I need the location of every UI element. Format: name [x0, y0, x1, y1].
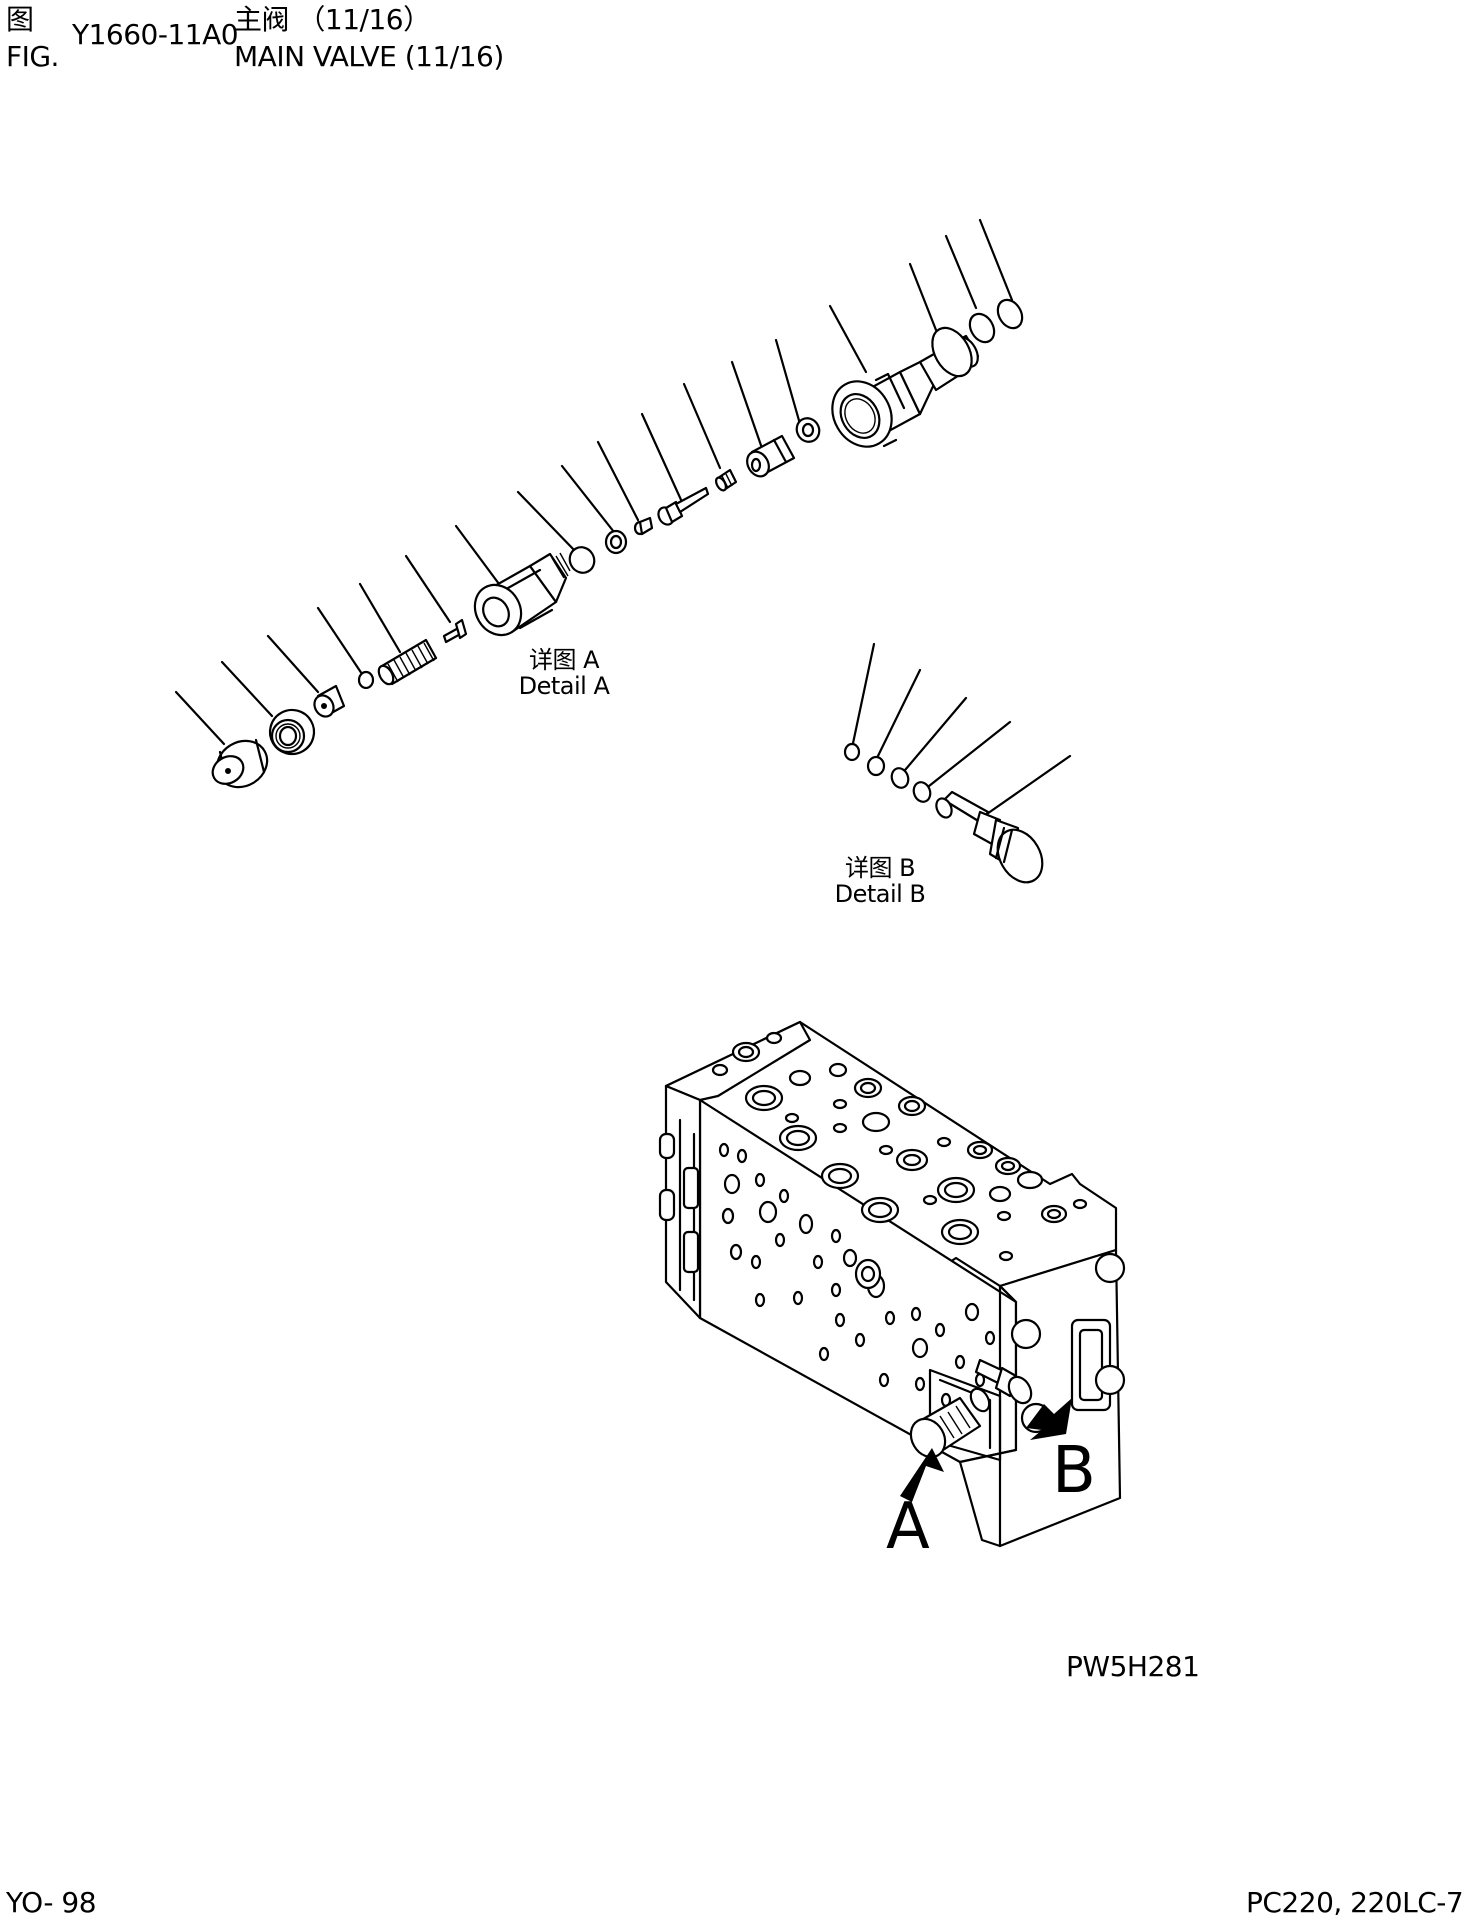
title-en: MAIN VALVE (11/16) [234, 40, 504, 73]
o-ring-a3 [968, 312, 996, 344]
detail-a-leader-lines [174, 218, 1014, 746]
sleeve-part [746, 434, 796, 478]
o-ring-a4 [996, 298, 1024, 330]
lock-nut-part [268, 708, 316, 756]
front-ports [718, 1142, 996, 1408]
detail-b-label-en: Detail B [834, 880, 926, 908]
installed-plug-b [974, 1358, 1033, 1405]
detail-a-label-cn: 详图 A [528, 646, 600, 674]
fig-label-en: FIG. [6, 40, 59, 73]
o-ring-b4 [912, 781, 932, 803]
o-ring-b1 [843, 742, 861, 762]
o-ring-a2 [931, 326, 973, 378]
detail-b-leader-lines [850, 642, 1072, 818]
o-ring-a1 [568, 546, 596, 574]
detail-b-label-cn: 详图 B [844, 854, 916, 882]
callout-b: B [1052, 1434, 1096, 1508]
drawing-code: PW5H281 [1066, 1650, 1200, 1683]
arrow-a [900, 1448, 944, 1502]
installed-relief-valve-a [909, 1387, 991, 1459]
main-valve-block [658, 1020, 1126, 1548]
detail-b-parts [843, 742, 1044, 884]
poppet-part [442, 618, 468, 644]
spring-part [377, 638, 438, 686]
detail-a-parts [211, 298, 1024, 789]
plug-part [935, 790, 1044, 884]
callout-a: A [886, 1490, 930, 1564]
small-screw-part [633, 516, 654, 536]
small-spring-part [714, 468, 738, 492]
detail-a-label-en: Detail A [518, 672, 610, 700]
fig-number: Y1660-11A0 [72, 18, 239, 51]
o-ring-b3 [890, 767, 910, 789]
adjusting-screw-part [313, 684, 346, 718]
backup-ring-a2 [795, 417, 821, 443]
fig-label-cn: 图 [6, 3, 34, 36]
cap-part [211, 738, 269, 789]
arrow-b [1026, 1398, 1072, 1440]
piston-part [657, 486, 710, 526]
small-o-ring [357, 670, 375, 690]
valve-body-part [473, 552, 571, 637]
title-cn: 主阀 （11/16） [234, 3, 431, 36]
o-ring-b2 [866, 755, 886, 777]
model-number: PC220, 220LC-7 [1246, 1886, 1463, 1919]
backup-ring-a [604, 529, 628, 555]
top-ports [711, 1031, 1088, 1262]
page-number: YO- 98 [6, 1886, 97, 1919]
